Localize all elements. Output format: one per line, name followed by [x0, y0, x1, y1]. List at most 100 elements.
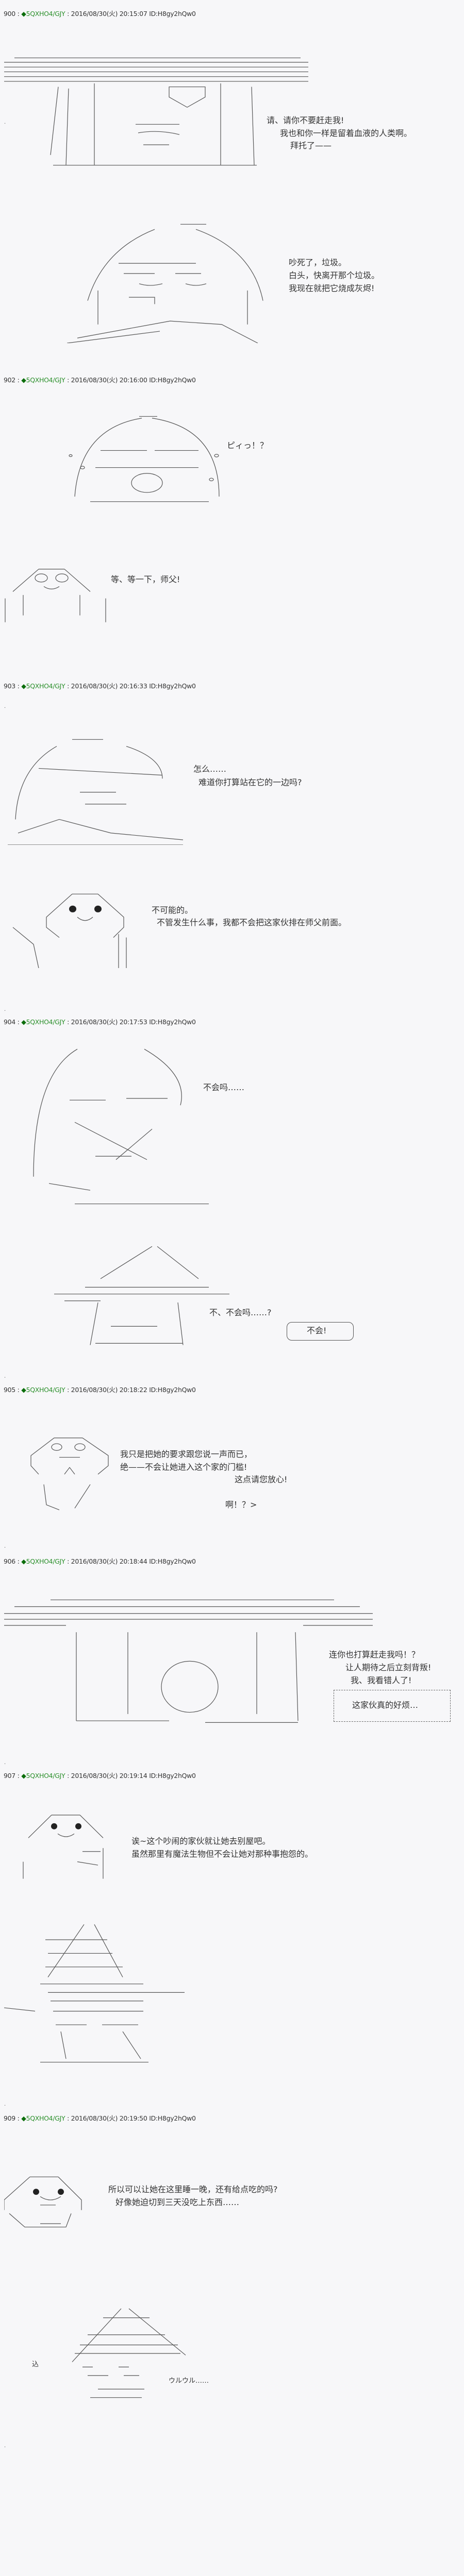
separator: : — [17, 1772, 20, 1780]
dialogue-line: 让人期待之后立刻背叛! — [345, 1663, 432, 1672]
dialogue-line: 好像她迫切到三天没吃上东西…… — [115, 2197, 240, 2207]
post-id: ID:H8gy2hQw0 — [149, 376, 196, 384]
dialogue-line: 不、不会吗……? — [209, 1308, 272, 1317]
post-date: 2016/08/30(火) 20:17:53 — [71, 1018, 147, 1026]
ascii-art-bald-man-thinking — [4, 2176, 84, 2228]
ascii-art-angry-girl — [67, 223, 268, 343]
tripcode[interactable]: 5QXHO4/GJY — [26, 1557, 65, 1565]
ascii-art-witch-girl-crying — [31, 2308, 191, 2399]
dialogue-line: 难道你打算站在它的一边吗? — [198, 777, 302, 787]
post-header: 909 : ◆5QXHO4/GJY : 2016/08/30(火) 20:19:… — [4, 2113, 196, 2123]
spacer-dot: . — [4, 120, 6, 125]
post-number: 900 — [4, 10, 15, 18]
ascii-art-bald-man-praying — [28, 1437, 111, 1512]
separator: : — [17, 682, 20, 690]
tripcode[interactable]: 5QXHO4/GJY — [26, 682, 65, 690]
trip-diamond-icon: ◆ — [21, 10, 26, 18]
dialogue-line: 虽然那里有魔法生物但不会让她对那种事抱怨的。 — [131, 1849, 313, 1859]
post-id: ID:H8gy2hQw0 — [149, 10, 196, 18]
separator: : — [67, 10, 69, 18]
dialogue-line: 请、请你不要赶走我! — [267, 115, 344, 125]
post-date: 2016/08/30(火) 20:16:33 — [71, 682, 147, 690]
shout-burst — [334, 1690, 451, 1722]
post-date: 2016/08/30(火) 20:18:44 — [71, 1557, 147, 1565]
tripcode[interactable]: 5QXHO4/GJY — [26, 376, 65, 384]
separator: : — [67, 2114, 69, 2122]
separator: : — [17, 10, 20, 18]
post-number: 906 — [4, 1557, 15, 1565]
trip-diamond-icon: ◆ — [21, 2114, 26, 2122]
post-header: 903 : ◆5QXHO4/GJY : 2016/08/30(火) 20:16:… — [4, 681, 196, 690]
tripcode[interactable]: 5QXHO4/GJY — [26, 2114, 65, 2122]
sound-effect: 込 — [32, 2361, 39, 2368]
trip-diamond-icon: ◆ — [21, 1772, 26, 1780]
bubble-text: 不会! — [307, 1326, 327, 1335]
separator: : — [67, 682, 69, 690]
post-header: 902 : ◆5QXHO4/GJY : 2016/08/30(火) 20:16:… — [4, 375, 196, 384]
dialogue-line: 我只是把她的要求跟您说一声而已， — [120, 1449, 253, 1459]
speech-bubble — [287, 1322, 354, 1341]
trip-diamond-icon: ◆ — [21, 376, 26, 384]
dialogue-line: 等、等一下，师父! — [111, 574, 180, 584]
trip-diamond-icon: ◆ — [21, 1018, 26, 1026]
post-number: 909 — [4, 2114, 15, 2122]
post-date: 2016/08/30(火) 20:19:50 — [71, 2114, 147, 2122]
dialogue-line: 连你也打算赶走我吗！？ — [329, 1650, 420, 1659]
post-header: 907 : ◆5QXHO4/GJY : 2016/08/30(火) 20:19:… — [4, 1770, 196, 1780]
tripcode[interactable]: 5QXHO4/GJY — [26, 10, 65, 18]
dialogue-line: 我现在就把它烧成灰烬! — [289, 283, 375, 293]
dialogue-line: 不会吗…… — [203, 1082, 245, 1092]
dialogue-line: 我、我看错人了! — [351, 1675, 412, 1685]
ascii-art-bald-man-shrugging — [21, 1814, 106, 1879]
separator: : — [17, 2114, 20, 2122]
post-header: 904 : ◆5QXHO4/GJY : 2016/08/30(火) 20:17:… — [4, 1016, 196, 1026]
ascii-art-girl-under-roof — [4, 56, 311, 167]
tripcode[interactable]: 5QXHO4/GJY — [26, 1018, 65, 1026]
post-date: 2016/08/30(火) 20:15:07 — [71, 10, 147, 18]
dialogue-line: 这点请您放心! — [235, 1475, 288, 1484]
dialogue-line: ウルウル…… — [169, 2377, 209, 2385]
dialogue-line: 诶~这个吵闹的家伙就让她去别屋吧。 — [131, 1836, 271, 1846]
dialogue-line: 白头，快离开那个垃圾。 — [289, 270, 380, 280]
separator: : — [17, 1018, 20, 1026]
post-number: 903 — [4, 682, 15, 690]
trip-diamond-icon: ◆ — [21, 682, 26, 690]
post-number: 907 — [4, 1772, 15, 1780]
separator: : — [67, 1772, 69, 1780]
page-spacer — [0, 0, 464, 2452]
post-id: ID:H8gy2hQw0 — [149, 1386, 196, 1394]
dialogue-line: 吵死了，垃圾。 — [289, 258, 347, 267]
separator: : — [67, 376, 69, 384]
spacer-dot: . — [4, 1374, 6, 1379]
post-id: ID:H8gy2hQw0 — [149, 1772, 196, 1780]
post-id: ID:H8gy2hQw0 — [149, 1018, 196, 1026]
post-header: 900 : ◆5QXHO4/GJY : 2016/08/30(火) 20:15:… — [4, 8, 196, 18]
dialogue-line: 啊！？> — [225, 1500, 257, 1510]
ascii-art-bald-man-pleading — [3, 568, 119, 624]
dialogue-line: 绝——不会让她进入这个家的门槛! — [120, 1462, 247, 1472]
post-id: ID:H8gy2hQw0 — [149, 682, 196, 690]
trip-diamond-icon: ◆ — [21, 1557, 26, 1565]
ascii-art-bald-man-serious — [8, 893, 131, 968]
spacer-dot: . — [4, 704, 6, 709]
tripcode[interactable]: 5QXHO4/GJY — [26, 1772, 65, 1780]
ascii-art-witch-hat-girl — [34, 1245, 245, 1347]
trip-diamond-icon: ◆ — [21, 1386, 26, 1394]
post-id: ID:H8gy2hQw0 — [149, 2114, 196, 2122]
dialogue-line: 怎么…… — [193, 764, 227, 774]
ascii-art-girl-sad — [23, 1047, 214, 1206]
post-number: 904 — [4, 1018, 15, 1026]
ascii-art-frightened-girl — [64, 415, 229, 503]
spacer-dot: . — [4, 2443, 6, 2449]
post-date: 2016/08/30(火) 20:16:00 — [71, 376, 147, 384]
dialogue-line: 不管发生什么事，我都不会把这家伙排在师父前面。 — [157, 918, 347, 927]
separator: : — [17, 376, 20, 384]
spacer-dot: . — [4, 1544, 6, 1549]
post-header: 905 : ◆5QXHO4/GJY : 2016/08/30(火) 20:18:… — [4, 1384, 196, 1394]
dialogue-line: 所以可以让她在这里睡一晚，还有给点吃的吗? — [108, 2184, 278, 2194]
separator: : — [17, 1386, 20, 1394]
spacer-dot: . — [4, 2102, 6, 2107]
post-date: 2016/08/30(火) 20:19:14 — [71, 1772, 147, 1780]
tripcode[interactable]: 5QXHO4/GJY — [26, 1386, 65, 1394]
ascii-art-angry-girl-roof — [4, 1598, 375, 1726]
